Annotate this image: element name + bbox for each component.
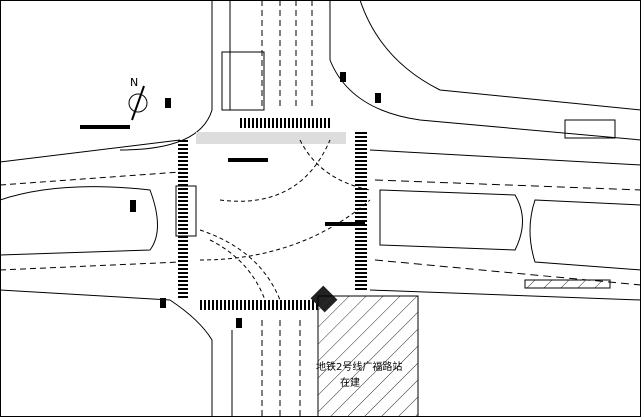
west-road bbox=[0, 139, 181, 301]
station-label: 地铁2号线广福路站 bbox=[316, 362, 403, 373]
east-road bbox=[369, 149, 641, 301]
north-arrow-icon bbox=[128, 85, 148, 121]
construction-zone bbox=[317, 295, 419, 417]
south-road bbox=[169, 299, 301, 417]
north-road bbox=[119, 0, 641, 151]
station-status: 在建 bbox=[340, 378, 360, 389]
north-label: N bbox=[130, 76, 139, 89]
